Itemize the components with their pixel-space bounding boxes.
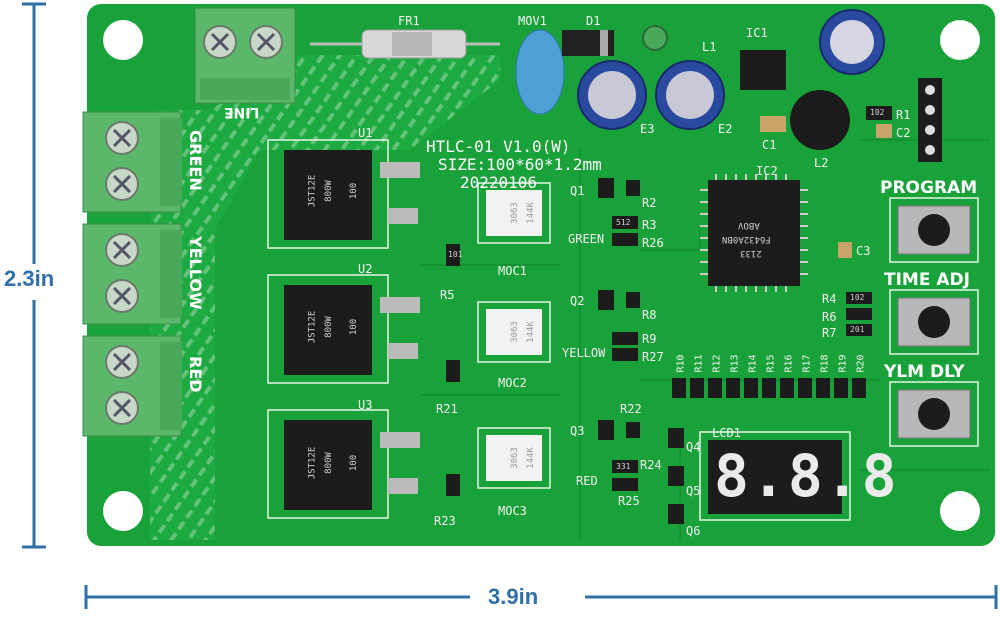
triac1-mark-line3: 100	[349, 182, 360, 200]
label-lcd1: LCD1	[712, 426, 741, 440]
triac3-mark-line3: 100	[349, 454, 360, 472]
moc1-mark-line1: 3063	[509, 202, 520, 224]
label-r11: R11	[693, 354, 705, 373]
label-r15: R15	[765, 354, 777, 373]
triac3-mark-line1: JST12E	[307, 446, 318, 480]
label-green: GREEN	[568, 232, 605, 246]
label-r9: R9	[642, 332, 657, 346]
label-r7: R7	[822, 326, 837, 340]
label-r23: R23	[434, 514, 456, 528]
label-mov1: MOV1	[518, 14, 547, 28]
ic2-mark-line1: ABOV	[738, 220, 760, 230]
label-q4: Q4	[686, 440, 701, 454]
moc2-mark-line2: 144K	[525, 321, 536, 343]
triac1-mark-line1: JST12E	[307, 174, 318, 208]
label-r26: R26	[642, 236, 664, 250]
label-r3: R3	[642, 218, 657, 232]
label-r4: R4	[822, 292, 837, 306]
label-d1: D1	[586, 14, 601, 28]
label-l2: L2	[814, 156, 829, 170]
label-r20: R20	[855, 354, 867, 373]
label-r16: R16	[783, 354, 795, 373]
triac3-mark-line2: 800W	[323, 452, 334, 474]
board-title-line3: 20220106	[460, 173, 538, 192]
label-u3: U3	[358, 398, 373, 412]
height-dimension-label: 2.3in	[4, 266, 55, 292]
label-moc2: MOC2	[498, 376, 527, 390]
label-r5: R5	[440, 288, 455, 302]
label-r25: R25	[618, 494, 640, 508]
label-c3: C3	[856, 244, 871, 258]
triac2-mark-line2: 800W	[323, 316, 334, 338]
label-ic1: IC1	[746, 26, 768, 40]
label-e2: E2	[718, 122, 733, 136]
label-r13: R13	[729, 354, 741, 373]
rbank-labels: R10 R11 R12 R13 R14 R15 R16 R17 R18 R19 …	[670, 344, 870, 376]
label-u1: U1	[358, 126, 373, 140]
label-r8: R8	[642, 308, 657, 322]
terminal-label-line: LINE	[224, 104, 260, 120]
moc2-mark-line1: 3063	[509, 321, 520, 343]
r4-code: 102	[850, 293, 865, 302]
label-c1: C1	[762, 138, 777, 152]
triac2-mark-line3: 100	[349, 318, 360, 336]
label-q5: Q5	[686, 484, 701, 498]
seven-segment-display: 8.8.8	[714, 442, 899, 510]
label-r10: R10	[675, 354, 687, 373]
label-r12: R12	[711, 354, 723, 373]
label-r21: R21	[436, 402, 458, 416]
terminal-label-red: RED	[186, 356, 205, 393]
label-r27: R27	[642, 350, 664, 364]
button-label-ylm-dly: YLM DLY	[884, 362, 965, 382]
board-title-line1: HTLC-01 V1.0(W)	[426, 137, 571, 156]
board-title-line2: SIZE:100*60*1.2mm	[438, 155, 602, 174]
label-q6: Q6	[686, 524, 701, 538]
terminal-label-green: GREEN	[186, 130, 205, 191]
r3-code: 512	[616, 218, 631, 227]
r5-code: 101	[448, 250, 463, 259]
label-c2: C2	[896, 126, 911, 140]
label-q1: Q1	[570, 184, 585, 198]
moc1-mark-line2: 144K	[525, 202, 536, 224]
moc3-mark-line2: 144K	[525, 447, 536, 469]
r7-code: 201	[850, 325, 865, 334]
label-r17: R17	[801, 354, 813, 373]
terminal-label-yellow: YELLOW	[186, 236, 205, 310]
label-r22: R22	[620, 402, 642, 416]
button-label-time-adj: TIME ADJ	[884, 270, 970, 290]
label-q2: Q2	[570, 294, 585, 308]
button-label-program: PROGRAM	[880, 178, 978, 198]
label-r18: R18	[819, 354, 831, 373]
triac2-mark-line1: JST12E	[307, 310, 318, 344]
ic2-mark-line2: F6432A0BN	[722, 234, 771, 244]
label-l1: L1	[702, 40, 717, 54]
label-moc1: MOC1	[498, 264, 527, 278]
r1-code: 102	[870, 108, 885, 117]
label-u2: U2	[358, 262, 373, 276]
label-r14: R14	[747, 354, 759, 373]
label-e3: E3	[640, 122, 655, 136]
label-r19: R19	[837, 354, 849, 373]
width-dimension-label: 3.9in	[488, 584, 539, 610]
label-r1: R1	[896, 108, 911, 122]
triac1-mark-line2: 800W	[323, 180, 334, 202]
label-r6: R6	[822, 310, 837, 324]
label-moc3: MOC3	[498, 504, 527, 518]
terminal-line	[194, 7, 296, 104]
label-yellow: YELLOW	[562, 346, 606, 360]
r24-code: 331	[616, 462, 631, 471]
label-r2: R2	[642, 196, 657, 210]
label-fr1: FR1	[398, 14, 420, 28]
moc3-mark-line1: 3063	[509, 447, 520, 469]
label-ic2: IC2	[756, 164, 778, 178]
label-red: RED	[576, 474, 598, 488]
label-r24: R24	[640, 458, 662, 472]
ic2-mark-line3: 2133	[740, 248, 762, 258]
label-q3: Q3	[570, 424, 585, 438]
